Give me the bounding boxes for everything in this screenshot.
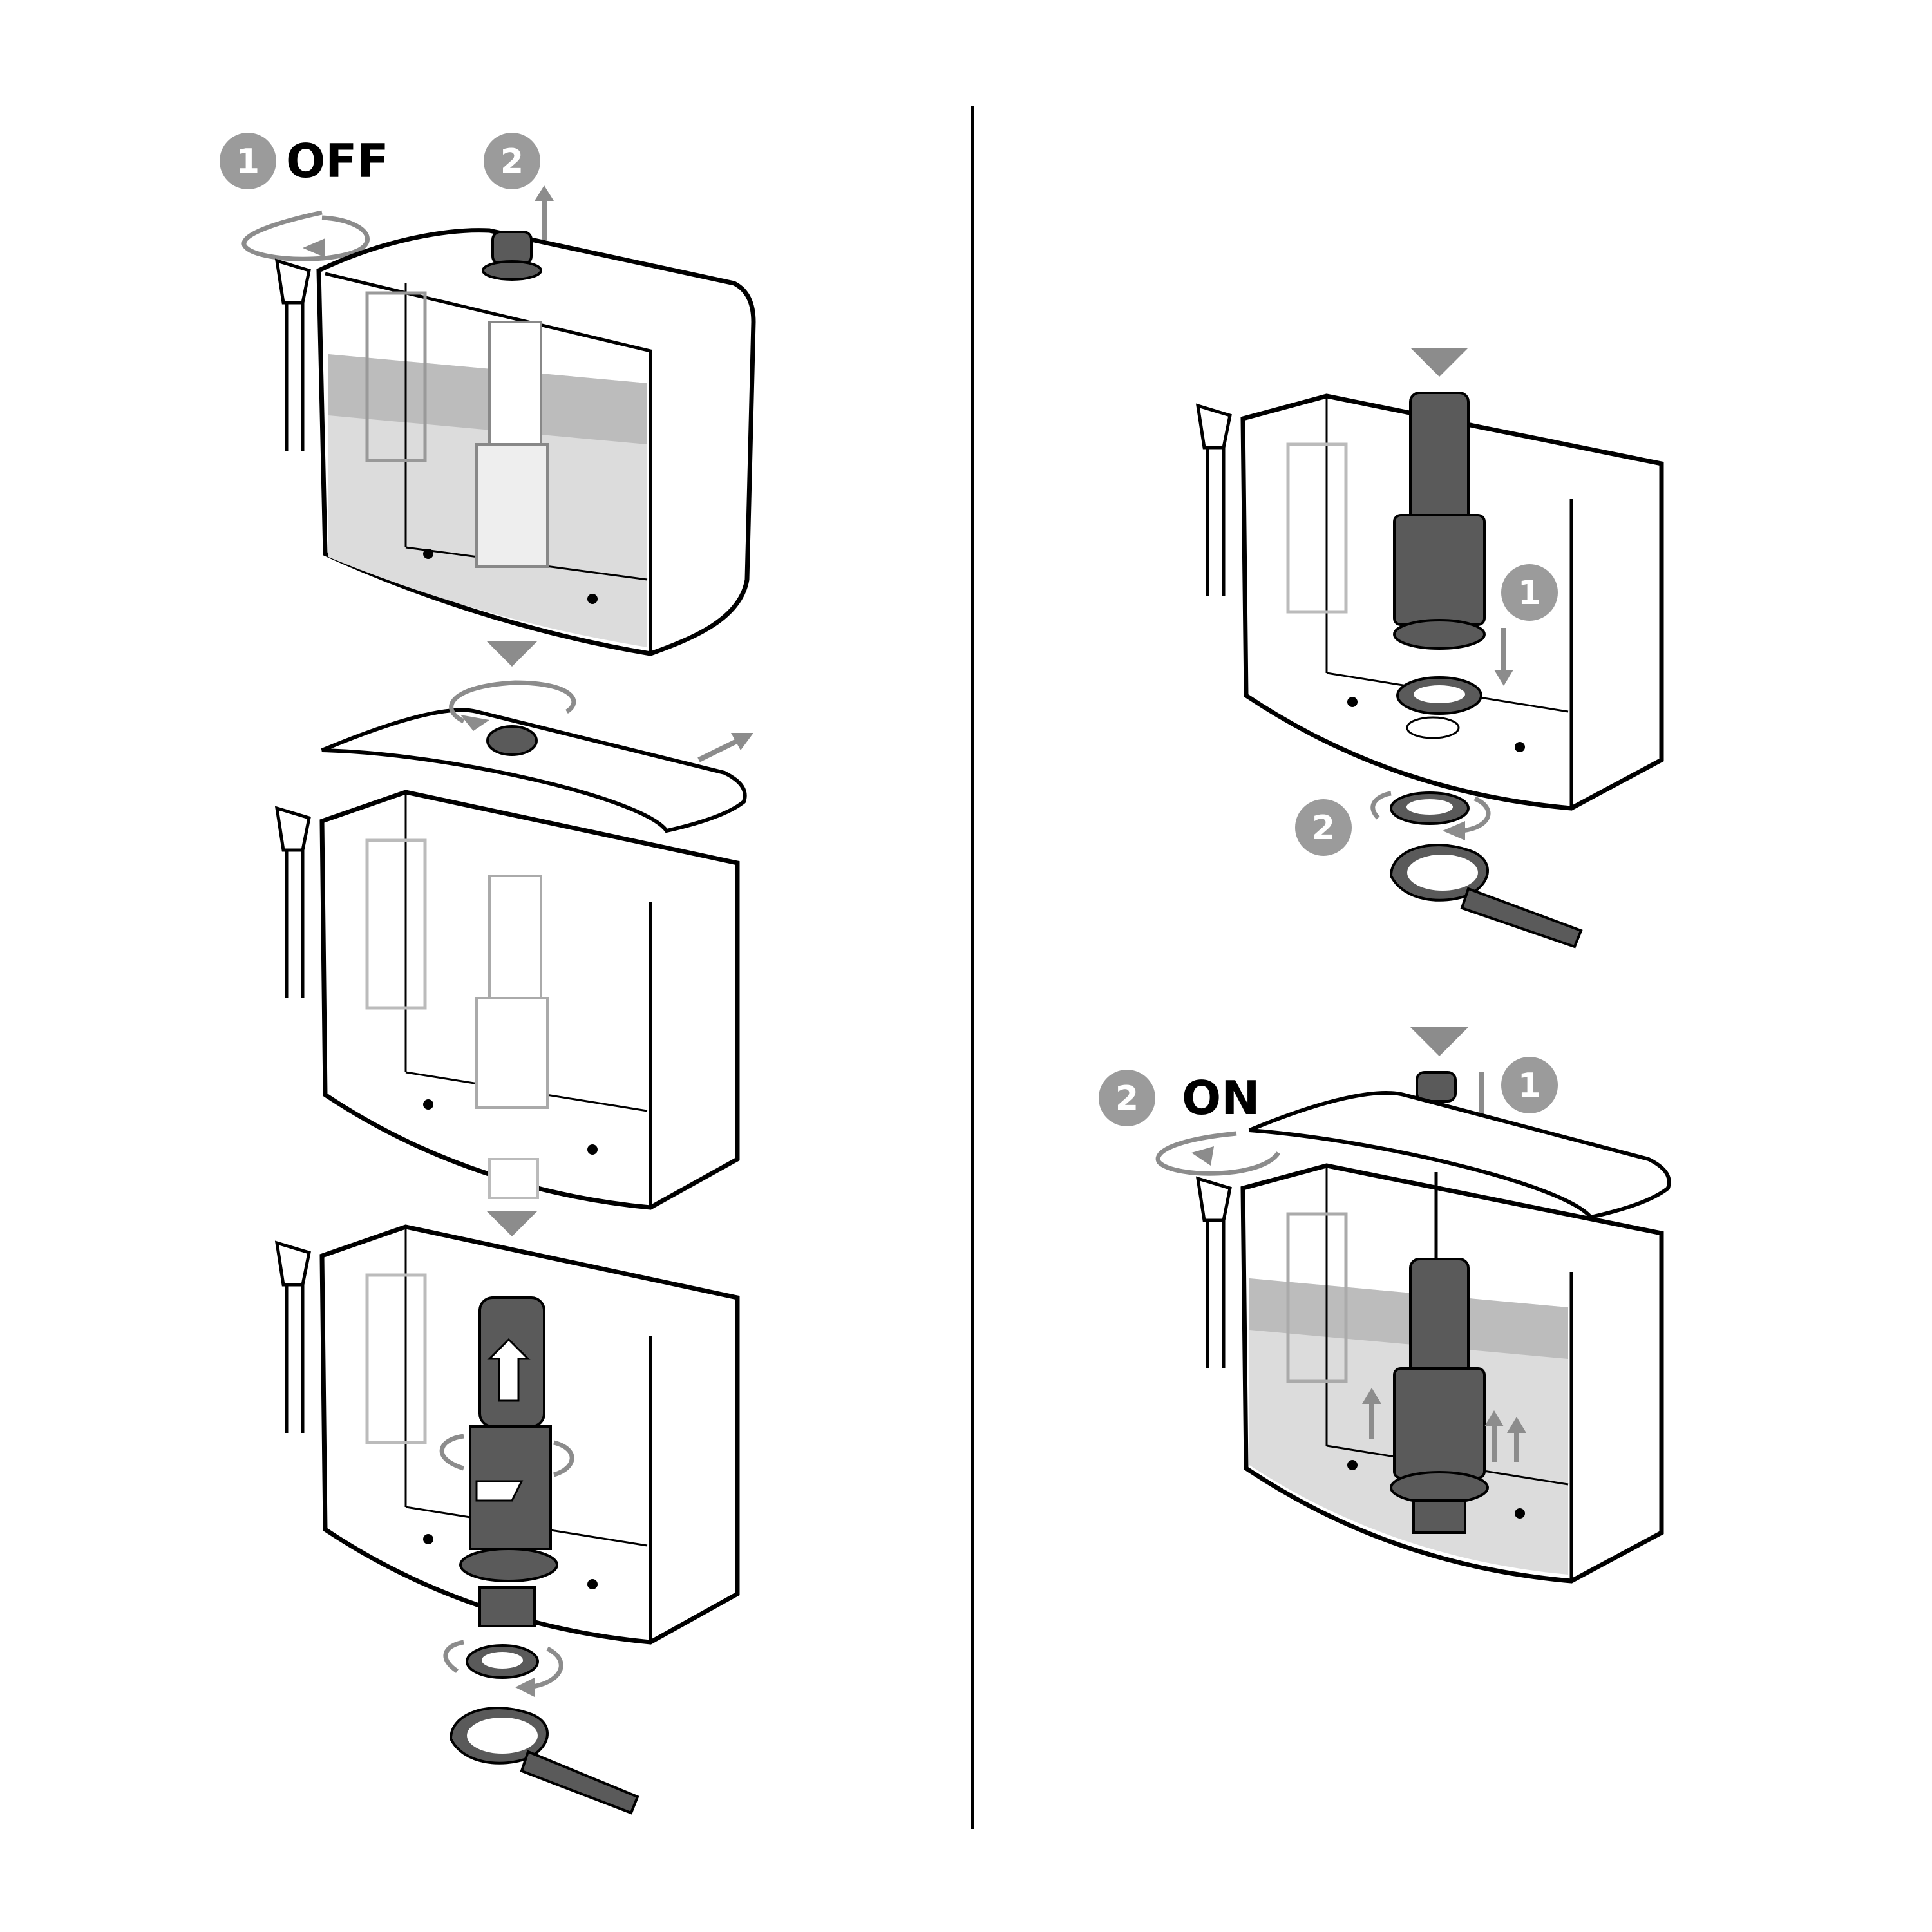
down-triangle-icon: [1410, 348, 1468, 377]
rotate-arrow-icon: [449, 680, 576, 731]
down-triangle-icon: [1410, 1027, 1468, 1056]
up-arrow-icon: [1362, 1388, 1381, 1439]
rotate-arrow-icon: [439, 1434, 574, 1502]
cistern-full-with-lid: [316, 228, 756, 656]
water-tap: [274, 258, 311, 451]
down-arrow-icon: [1494, 628, 1513, 686]
off-label: OFF: [286, 134, 389, 188]
water-tap: [1195, 1176, 1232, 1368]
seal-ring: [1390, 791, 1470, 825]
cistern-valve-install: [1240, 392, 1664, 811]
close-step-1-badge: 1: [1501, 1057, 1558, 1113]
up-arrow-icon: [1484, 1410, 1504, 1462]
wrench-tool: [1389, 844, 1583, 949]
close-step-2-badge: 2: [1099, 1070, 1155, 1126]
wrench-tool: [449, 1707, 639, 1815]
install-step-2-badge: 2: [1295, 799, 1352, 856]
step-1-badge: 1: [220, 133, 276, 189]
svg-text:2: 2: [1115, 1079, 1139, 1118]
rotate-arrow-icon: [242, 210, 370, 261]
water-tap: [274, 1240, 311, 1433]
lid-lift-arrow-icon: [697, 733, 753, 762]
step-2-badge: 2: [484, 133, 540, 189]
up-arrow-icon: [487, 1338, 531, 1402]
water-tap: [1195, 403, 1232, 596]
cistern-valve-removal: [319, 1224, 740, 1645]
water-tap: [274, 806, 311, 998]
cistern-open-empty: [319, 790, 740, 1210]
up-arrow-icon: [1507, 1417, 1526, 1462]
seal-ring: [466, 1644, 539, 1679]
svg-text:1: 1: [1518, 1066, 1541, 1105]
rotate-arrow-icon: [443, 1640, 564, 1697]
down-triangle-icon: [486, 1211, 538, 1236]
up-arrow-icon: [535, 185, 554, 240]
svg-text:2: 2: [1312, 809, 1335, 848]
down-triangle-icon: [486, 641, 538, 667]
rotate-arrow-icon: [1155, 1131, 1280, 1176]
svg-text:1: 1: [1518, 574, 1541, 612]
svg-text:1: 1: [236, 142, 260, 181]
cistern-lid: [321, 708, 747, 833]
svg-text:2: 2: [500, 142, 524, 181]
install-step-1-badge: 1: [1501, 564, 1558, 621]
cistern-lid: [1248, 1091, 1671, 1220]
rotate-arrow-icon: [1370, 791, 1491, 840]
on-label: ON: [1182, 1071, 1260, 1125]
cistern-closed-full: [1240, 1163, 1664, 1584]
